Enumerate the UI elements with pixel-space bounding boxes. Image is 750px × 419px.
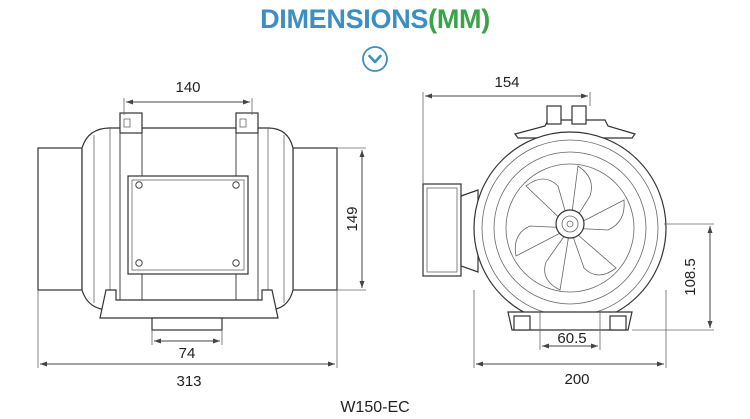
title-dimensions: DIMENSIONS: [260, 4, 429, 34]
front-view: 154 108.5 60.5 200: [422, 74, 714, 388]
dim-side-bottom-width: 74: [179, 345, 196, 362]
dim-side-total-length: 313: [176, 373, 201, 390]
side-view: 140 149 74 313: [37, 79, 366, 390]
dim-side-top-width: 140: [175, 79, 200, 96]
dim-front-total-width: 200: [564, 371, 589, 388]
chevron-down-icon: [362, 46, 388, 72]
dim-front-height: 108.5: [682, 258, 699, 296]
dim-front-top-width: 154: [494, 74, 519, 91]
dim-side-height: 149: [344, 206, 361, 231]
page-title: DIMENSIONS(MM): [0, 4, 750, 35]
title-unit: (MM): [428, 4, 490, 34]
dim-front-bottom-width: 60.5: [557, 330, 586, 347]
model-label: W150-EC: [340, 399, 409, 416]
